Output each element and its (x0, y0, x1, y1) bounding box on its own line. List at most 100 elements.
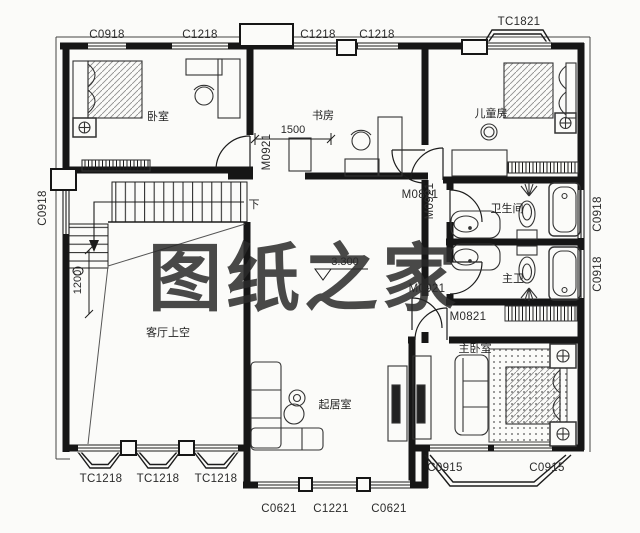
chimney-block (239, 23, 294, 47)
bathroom-fixtures (450, 182, 581, 322)
room-label-kids: 儿童房 (475, 106, 508, 120)
elevation-marker-icon (314, 268, 332, 281)
outer-contour (55, 36, 591, 460)
window-label: C0918 (592, 256, 604, 291)
window-label: C0621 (261, 503, 296, 515)
door-label: M0821 (450, 311, 487, 323)
dim-1500: 1500 (281, 124, 305, 136)
pillows (87, 63, 96, 114)
room-label-study: 书房 (312, 109, 334, 122)
vent-fan-icon (520, 183, 538, 197)
stair-down-label: 下 (249, 199, 260, 211)
staircase (68, 181, 248, 276)
sink-basin (453, 248, 479, 266)
kids-room-furniture (451, 62, 579, 177)
pillows (558, 65, 567, 116)
window-label: C1218 (359, 29, 394, 41)
side-table (288, 389, 306, 407)
room-label-master-bath: 主卫 (502, 272, 524, 285)
bed-headboard (565, 62, 577, 119)
door-label: M0921 (409, 283, 446, 295)
window-label: C1221 (313, 503, 348, 515)
stair-direction-arrow (93, 201, 244, 240)
bedroom-furniture (72, 58, 241, 172)
door-label: M0921 (261, 134, 273, 171)
watermark: 图纸之家 (148, 237, 460, 320)
window-label: C0918 (37, 190, 49, 225)
window-labels: C0918 C1218 C1218 C1218 TC1821 C0918 C09… (37, 16, 604, 515)
bay-c0915 (424, 454, 572, 487)
bed (503, 62, 554, 119)
toilet (518, 256, 536, 284)
door-master-bath (449, 261, 483, 295)
tv (391, 384, 401, 424)
room-label-void: 客厅上空 (146, 325, 190, 339)
window-label: TC1218 (137, 473, 180, 485)
window-label: C0918 (592, 196, 604, 231)
room-labels: 卧室 书房 儿童房 卫生间 主卫 客厅上空 起居室 主卧室 (146, 106, 524, 411)
desk (185, 58, 223, 76)
living-room-furniture (250, 355, 432, 451)
door-master-bedroom (414, 307, 448, 341)
bay-tc1821 (483, 29, 552, 44)
door-bedroom (215, 135, 251, 171)
bay-windows (77, 29, 572, 487)
elevation-value: 3.300 (331, 256, 359, 268)
window-glass (61, 41, 586, 490)
room-label-bathroom: 卫生间 (491, 201, 524, 215)
window-label: TC1821 (498, 16, 541, 28)
bookcase (377, 116, 403, 177)
tv (416, 384, 426, 424)
window-label: TC1218 (195, 473, 238, 485)
nightstand (549, 421, 577, 447)
toilet-tank (516, 245, 538, 256)
wardrobe (217, 58, 241, 119)
sofa (250, 361, 282, 449)
toilet (518, 200, 536, 228)
tv-cabinet (387, 365, 408, 442)
dim-1200: 1200 (72, 270, 84, 294)
bed (505, 366, 561, 425)
sink-counter (450, 210, 501, 239)
cabinet (288, 137, 312, 172)
master-bedroom-furniture (454, 343, 577, 447)
vent-fan-icon (520, 287, 538, 301)
room-label-living: 起居室 (319, 397, 352, 411)
dimension-marks (84, 133, 368, 319)
tv-cabinet (412, 355, 432, 440)
room-label-master: 主卧室 (459, 341, 492, 355)
sofa (454, 354, 489, 436)
door-label: M0921 (424, 183, 436, 220)
nightstand (554, 112, 577, 134)
pillows (552, 369, 561, 421)
chair (194, 86, 214, 106)
window-label: C0915 (529, 462, 564, 474)
chair (351, 131, 371, 151)
bathtub (548, 182, 581, 237)
bed-headboard (72, 60, 89, 119)
sink-basin (453, 215, 479, 233)
window-label: C0621 (371, 503, 406, 515)
window-label: C1218 (300, 29, 335, 41)
coffee-table (283, 403, 305, 425)
door-bathroom (449, 189, 483, 223)
radiator (504, 305, 578, 322)
door-labels: M0921 M0821 M0921 M0921 M0821 (261, 134, 486, 323)
sofa-chaise (250, 427, 324, 451)
door-label: M0821 (402, 189, 439, 201)
bed (87, 60, 143, 119)
room-label-bedroom: 卧室 (147, 109, 169, 123)
study-furniture (288, 116, 403, 177)
window-label: C0915 (427, 462, 462, 474)
wall-piers (50, 23, 488, 492)
void-diagonal-line (87, 223, 246, 445)
door-corridor (411, 297, 443, 330)
toilet-tank (516, 229, 538, 240)
window-label: C1218 (182, 29, 217, 41)
stool (480, 123, 498, 141)
nightstand (72, 117, 97, 138)
radiator (507, 161, 579, 174)
dimension-labels: 1500 1200 3.300 下 (72, 124, 359, 294)
